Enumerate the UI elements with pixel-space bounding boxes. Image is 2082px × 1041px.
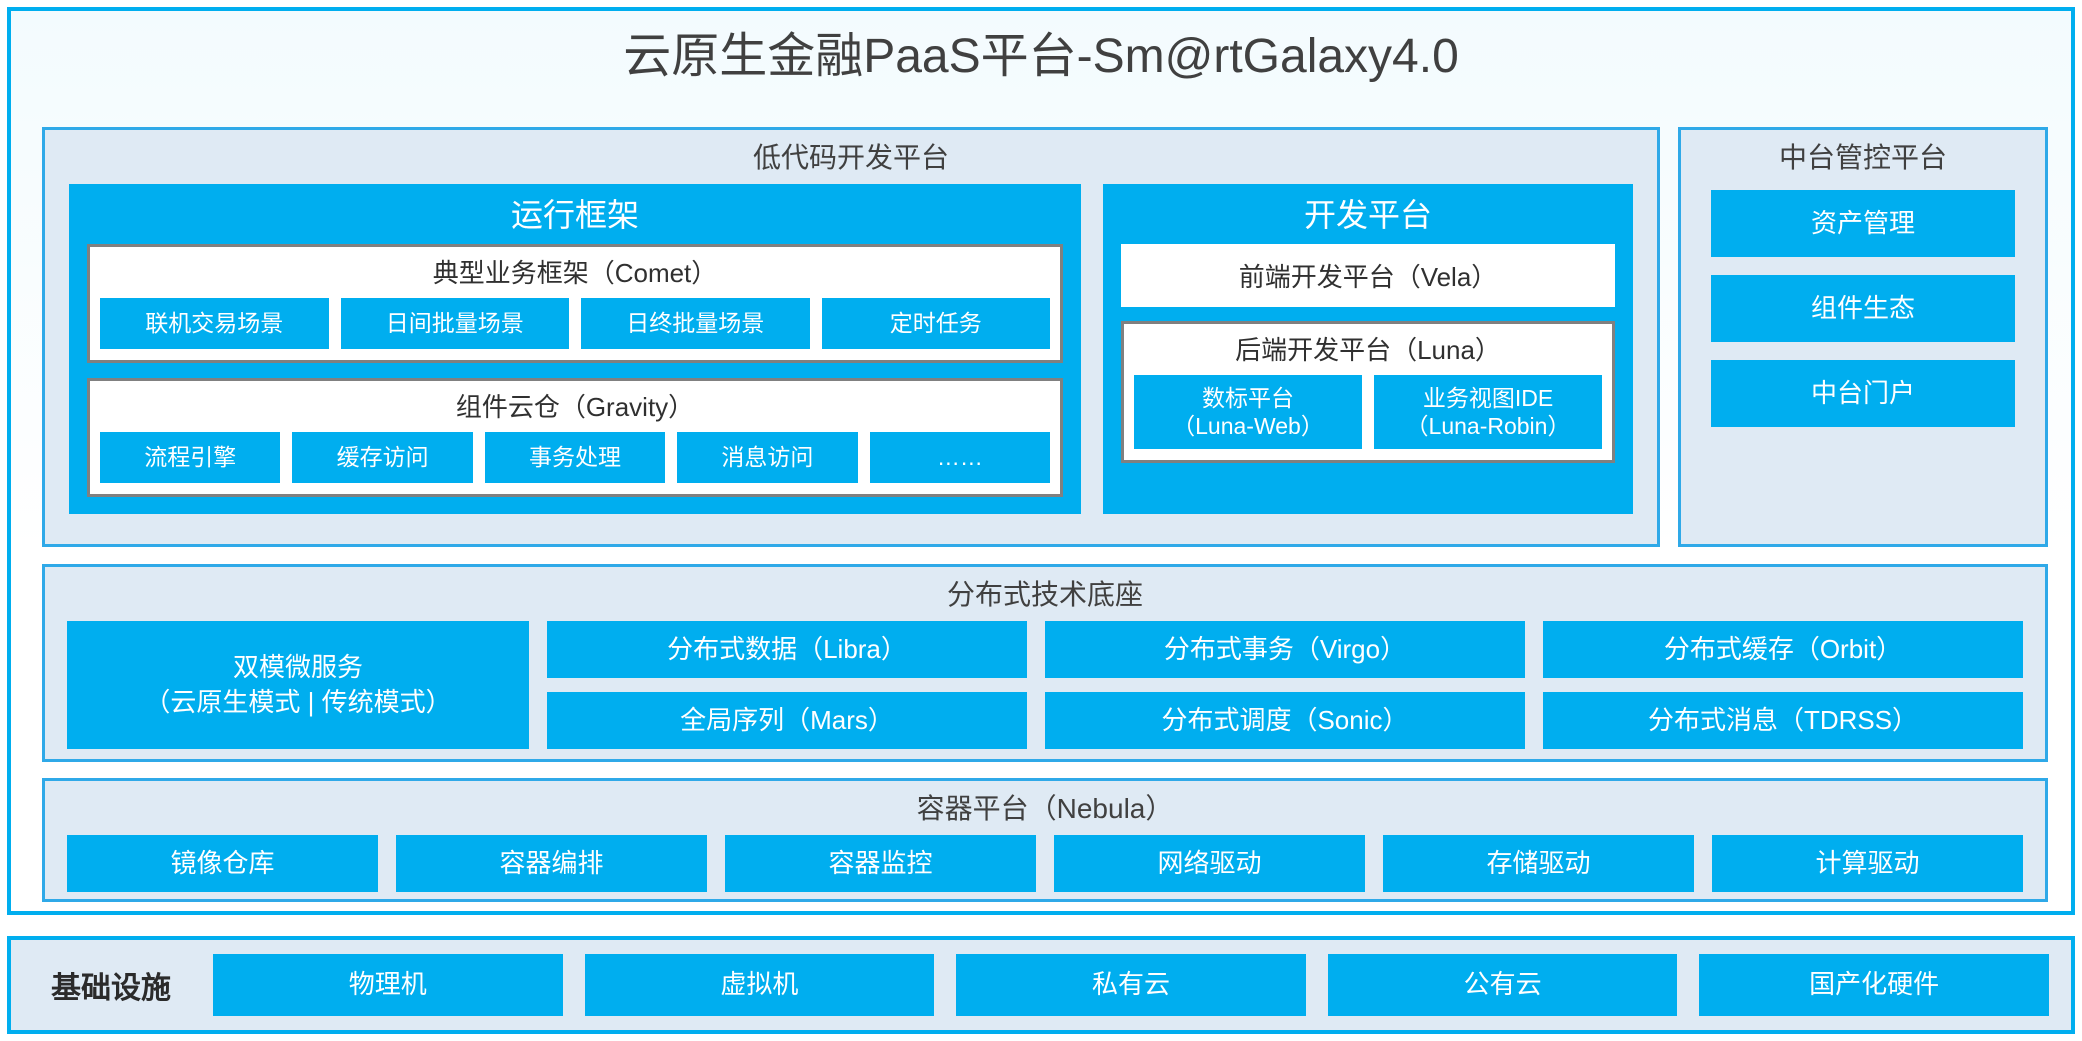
container-platform-panel: 容器平台（Nebula） 镜像仓库 容器编排 容器监控 网络驱动 存储驱动 计算…: [42, 778, 2048, 902]
container-chip[interactable]: 容器监控: [725, 834, 1036, 892]
tech-cell[interactable]: 分布式事务（Virgo）: [1045, 620, 1525, 678]
luna-box: 后端开发平台（Luna） 数标平台 （Luna-Web） 业务视图IDE （Lu…: [1121, 320, 1615, 464]
comet-chip[interactable]: 联机交易场景: [100, 298, 329, 349]
container-platform-title: 容器平台（Nebula）: [916, 793, 1174, 824]
management-item[interactable]: 组件生态: [1711, 274, 2015, 342]
gravity-chips: 流程引擎 缓存访问 事务处理 消息访问 ……: [100, 432, 1051, 483]
comet-chips: 联机交易场景 日间批量场景 日终批量场景 定时任务: [100, 298, 1050, 349]
infrastructure-bar: 基础设施 物理机 虚拟机 私有云 公有云 国产化硬件: [7, 936, 2075, 1034]
gravity-title: 组件云仓（Gravity）: [455, 391, 695, 422]
gravity-chip[interactable]: 消息访问: [677, 432, 858, 483]
container-chip[interactable]: 容器编排: [396, 834, 707, 892]
luna-chip-robin-line2: （Luna-Robin）: [1405, 413, 1571, 440]
comet-chip[interactable]: 定时任务: [821, 298, 1050, 349]
container-chip[interactable]: 网络驱动: [1054, 834, 1365, 892]
dual-mode-microservice-tile[interactable]: 双模微服务 （云原生模式 | 传统模式）: [67, 620, 529, 749]
platform-outer-frame: 云原生金融PaaS平台-Sm@rtGalaxy4.0 低代码开发平台 运行框架 …: [7, 7, 2075, 915]
low-code-inner: 运行框架 典型业务框架（Comet） 联机交易场景 日间批量场景 日终批量场景 …: [45, 183, 1657, 536]
gravity-chip[interactable]: 流程引擎: [100, 432, 281, 483]
comet-box: 典型业务框架（Comet） 联机交易场景 日间批量场景 日终批量场景 定时任务: [87, 243, 1063, 363]
management-item[interactable]: 资产管理: [1711, 189, 2015, 257]
tech-cell[interactable]: 分布式数据（Libra）: [547, 620, 1027, 678]
infrastructure-label: 基础设施: [51, 972, 171, 1005]
runtime-framework-title: 运行框架: [510, 196, 639, 233]
comet-chip[interactable]: 日间批量场景: [340, 298, 569, 349]
infrastructure-chip[interactable]: 公有云: [1327, 954, 1678, 1016]
management-platform-panel: 中台管控平台 资产管理 组件生态 中台门户: [1678, 127, 2048, 547]
microservice-line2: （云原生模式 | 传统模式）: [144, 686, 452, 717]
luna-chip-web[interactable]: 数标平台 （Luna-Web）: [1134, 375, 1362, 450]
tech-cell[interactable]: 分布式调度（Sonic）: [1045, 691, 1525, 749]
infrastructure-chip[interactable]: 物理机: [213, 954, 563, 1016]
container-chip[interactable]: 镜像仓库: [67, 834, 378, 892]
gravity-chip[interactable]: 事务处理: [484, 432, 666, 483]
gravity-chip-more[interactable]: ……: [869, 432, 1051, 483]
tech-column: 分布式缓存（Orbit） 分布式消息（TDRSS）: [1543, 620, 2023, 749]
container-chip[interactable]: 存储驱动: [1383, 834, 1694, 892]
management-item[interactable]: 中台门户: [1711, 359, 2015, 428]
tech-column: 分布式事务（Virgo） 分布式调度（Sonic）: [1045, 620, 1525, 749]
tech-cell[interactable]: 分布式消息（TDRSS）: [1543, 691, 2023, 749]
luna-chip-robin[interactable]: 业务视图IDE （Luna-Robin）: [1374, 375, 1602, 450]
dev-platform-group: 开发平台 前端开发平台（Vela） 后端开发平台（Luna） 数标平台 （Lun…: [1103, 183, 1633, 514]
low-code-platform-panel: 低代码开发平台 运行框架 典型业务框架（Comet） 联机交易场景 日间批量场景…: [42, 127, 1660, 547]
top-row: 低代码开发平台 运行框架 典型业务框架（Comet） 联机交易场景 日间批量场景…: [42, 127, 2048, 547]
management-items: 资产管理 组件生态 中台门户: [1681, 184, 2045, 428]
luna-chips: 数标平台 （Luna-Web） 业务视图IDE （Luna-Robin）: [1134, 375, 1602, 450]
low-code-platform-title: 低代码开发平台: [752, 142, 949, 173]
infrastructure-chip[interactable]: 虚拟机: [584, 954, 935, 1016]
runtime-framework-group: 运行框架 典型业务框架（Comet） 联机交易场景 日间批量场景 日终批量场景 …: [69, 183, 1081, 514]
dev-platform-title: 开发平台: [1303, 196, 1432, 233]
comet-title: 典型业务框架（Comet）: [432, 257, 718, 288]
tech-column: 分布式数据（Libra） 全局序列（Mars）: [547, 620, 1027, 749]
gravity-chip[interactable]: 缓存访问: [292, 432, 473, 483]
luna-chip-web-line1: 数标平台: [1202, 385, 1294, 412]
tech-cell[interactable]: 全局序列（Mars）: [547, 691, 1027, 749]
tech-base-title: 分布式技术底座: [946, 579, 1143, 610]
comet-chip[interactable]: 日终批量场景: [581, 298, 810, 349]
page-title: 云原生金融PaaS平台-Sm@rtGalaxy4.0: [623, 30, 1459, 83]
luna-chip-robin-line1: 业务视图IDE: [1422, 385, 1554, 412]
luna-chip-web-line2: （Luna-Web）: [1172, 413, 1324, 440]
infrastructure-chip[interactable]: 私有云: [956, 954, 1306, 1016]
tech-base-panel: 分布式技术底座 双模微服务 （云原生模式 | 传统模式） 分布式数据（Libra…: [42, 564, 2048, 762]
management-platform-title: 中台管控平台: [1778, 142, 1947, 173]
container-chip[interactable]: 计算驱动: [1712, 834, 2023, 892]
tech-cell[interactable]: 分布式缓存（Orbit）: [1543, 620, 2023, 678]
tech-base-grid: 双模微服务 （云原生模式 | 传统模式） 分布式数据（Libra） 全局序列（M…: [45, 620, 2045, 769]
gravity-box: 组件云仓（Gravity） 流程引擎 缓存访问 事务处理 消息访问 ……: [87, 377, 1063, 497]
microservice-line1: 双模微服务: [232, 651, 363, 682]
container-platform-chips: 镜像仓库 容器编排 容器监控 网络驱动 存储驱动 计算驱动: [45, 834, 2045, 910]
vela-box[interactable]: 前端开发平台（Vela）: [1121, 243, 1615, 307]
luna-title: 后端开发平台（Luna）: [1235, 334, 1501, 365]
infrastructure-chip[interactable]: 国产化硬件: [1699, 954, 2049, 1016]
